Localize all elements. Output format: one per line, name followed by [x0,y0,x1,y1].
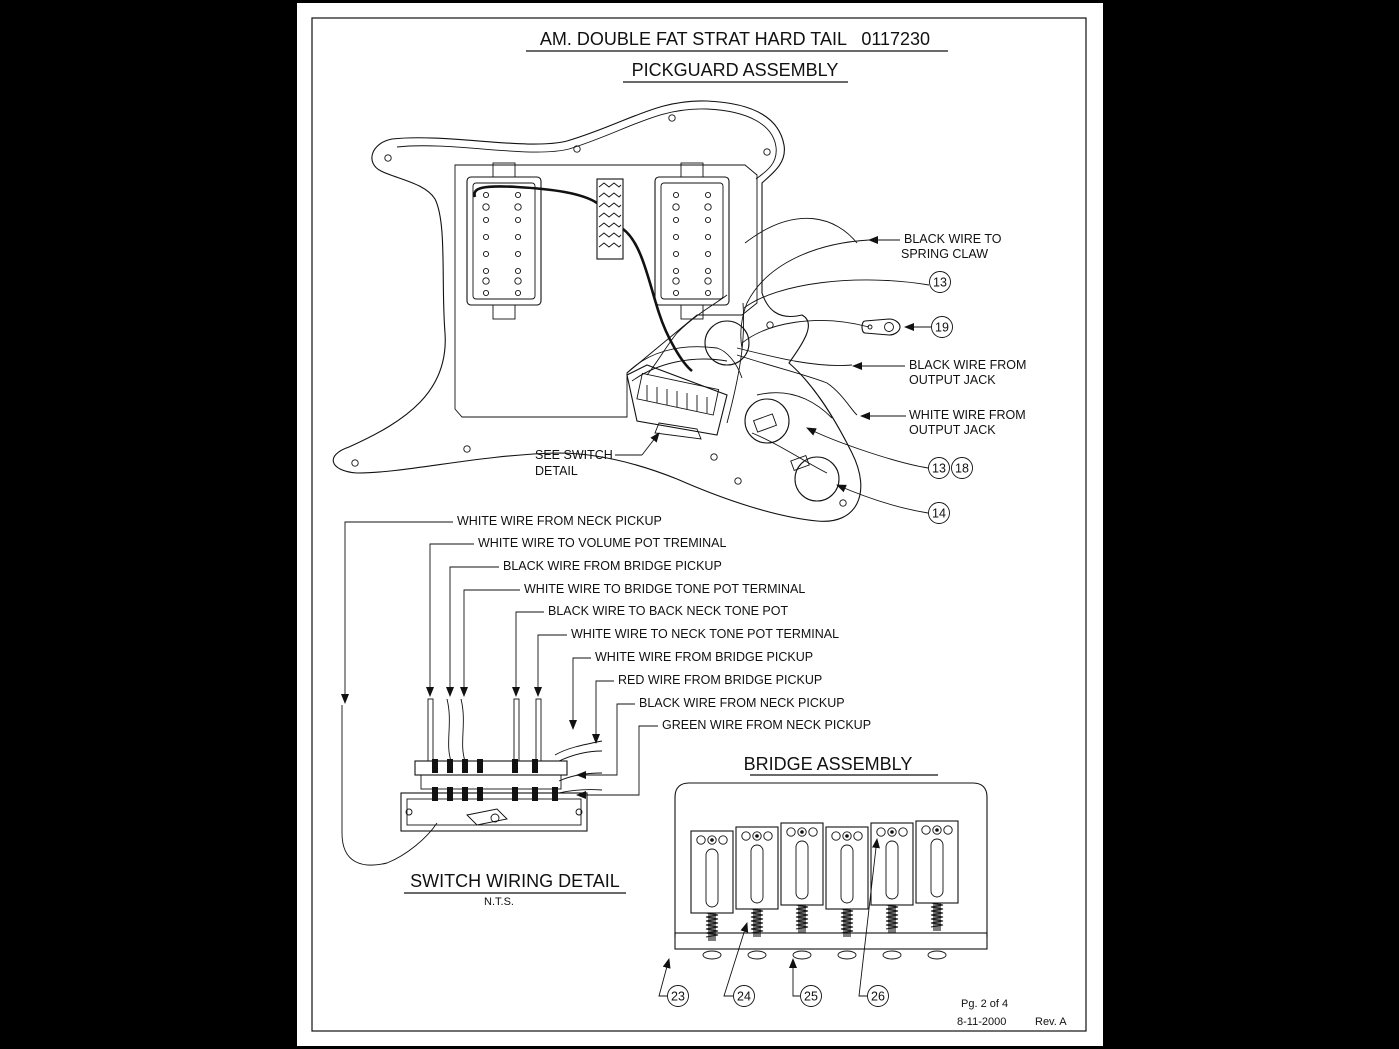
bridge-humbucker [654,162,730,320]
footer-page: Pg. 2 of 4 [961,998,1008,1010]
saddle [825,826,869,960]
neck-humbucker [466,162,542,320]
switch-callout-6: WHITE WIRE TO NECK TONE POT TERMINAL [571,627,839,641]
switch-detail-note: N.T.S. [484,896,514,908]
callout-24: 24 [737,990,751,1004]
output-jack-lug [861,318,901,336]
pickguard-outline [332,100,862,522]
mounting-screws [351,114,847,507]
footer: Pg. 2 of 4 8-11-2000 Rev. A [957,998,1067,1028]
pickguard-callouts: BLACK WIRE TO SPRING CLAW 13 19 BLACK WI… [535,232,1026,524]
document-page: AM. DOUBLE FAT STRAT HARD TAIL 0117230 P… [297,3,1103,1046]
switch-wiring-detail: WHITE WIRE FROM NECK PICKUP WHITE WIRE T… [341,514,871,908]
callout-black-output-2: OUTPUT JACK [909,373,996,387]
callout-see-switch-1: SEE SWITCH [535,448,613,462]
document-subtitle: PICKGUARD ASSEMBLY [632,60,839,80]
callout-white-output-2: OUTPUT JACK [909,423,996,437]
switch-callout-7: WHITE WIRE FROM BRIDGE PICKUP [595,650,813,664]
callout-19: 19 [935,321,949,335]
pickup-cavity-outline [454,164,758,418]
switch-callout-5: BLACK WIRE TO BACK NECK TONE POT [548,604,788,618]
callout-26: 26 [871,990,885,1004]
document-title: AM. DOUBLE FAT STRAT HARD TAIL 0117230 [540,29,930,49]
callout-23: 23 [671,990,685,1004]
footer-date: 8-11-2000 [957,1016,1006,1028]
callout-18: 18 [955,462,969,476]
callout-13-lower: 13 [932,462,946,476]
callout-black-output-1: BLACK WIRE FROM [909,358,1026,372]
switch-callout-1: WHITE WIRE FROM NECK PICKUP [457,514,662,528]
bridge-assembly: BRIDGE ASSEMBLY 23 24 25 26 [658,754,988,1007]
saddle [870,822,914,960]
schematic-sheet: AM. DOUBLE FAT STRAT HARD TAIL 0117230 P… [311,17,1087,1032]
switch-callout-9: BLACK WIRE FROM NECK PICKUP [639,696,845,710]
callout-spring-claw-1: BLACK WIRE TO [904,232,1002,246]
switch-callout-10: GREEN WIRE FROM NECK PICKUP [662,718,871,732]
drawing-border [311,17,1087,1032]
bridge-assembly-title: BRIDGE ASSEMBLY [744,754,913,774]
switch-callout-2: WHITE WIRE TO VOLUME POT TREMINAL [478,536,726,550]
callout-spring-claw-2: SPRING CLAW [901,247,988,261]
saddle [915,820,959,960]
switch-callout-4: WHITE WIRE TO BRIDGE TONE POT TERMINAL [524,582,805,596]
pickguard-drawing [332,100,901,522]
bridge-saddles [690,820,959,960]
potentiometers [704,320,840,502]
saddle [780,822,824,960]
footer-rev: Rev. A [1035,1016,1067,1028]
callout-white-output-1: WHITE WIRE FROM [909,408,1026,422]
callout-13-top: 13 [933,276,947,290]
switch-callout-3: BLACK WIRE FROM BRIDGE PICKUP [503,559,722,573]
bridge-plate [674,782,988,937]
pickguard-inner-outline [396,108,777,180]
callout-14: 14 [932,507,946,521]
bridge-callouts: 23 24 25 26 [658,838,889,1007]
switch-body [400,759,588,832]
selector-switch [626,364,728,440]
internal-wiring [473,185,870,474]
bridge-base [674,932,988,950]
shielding-plate [596,178,624,260]
switch-detail-title: SWITCH WIRING DETAIL [410,871,620,891]
callout-25: 25 [804,990,818,1004]
saddle [690,830,734,960]
callout-see-switch-2: DETAIL [535,464,578,478]
switch-callout-8: RED WIRE FROM BRIDGE PICKUP [618,673,822,687]
saddle [735,826,779,960]
